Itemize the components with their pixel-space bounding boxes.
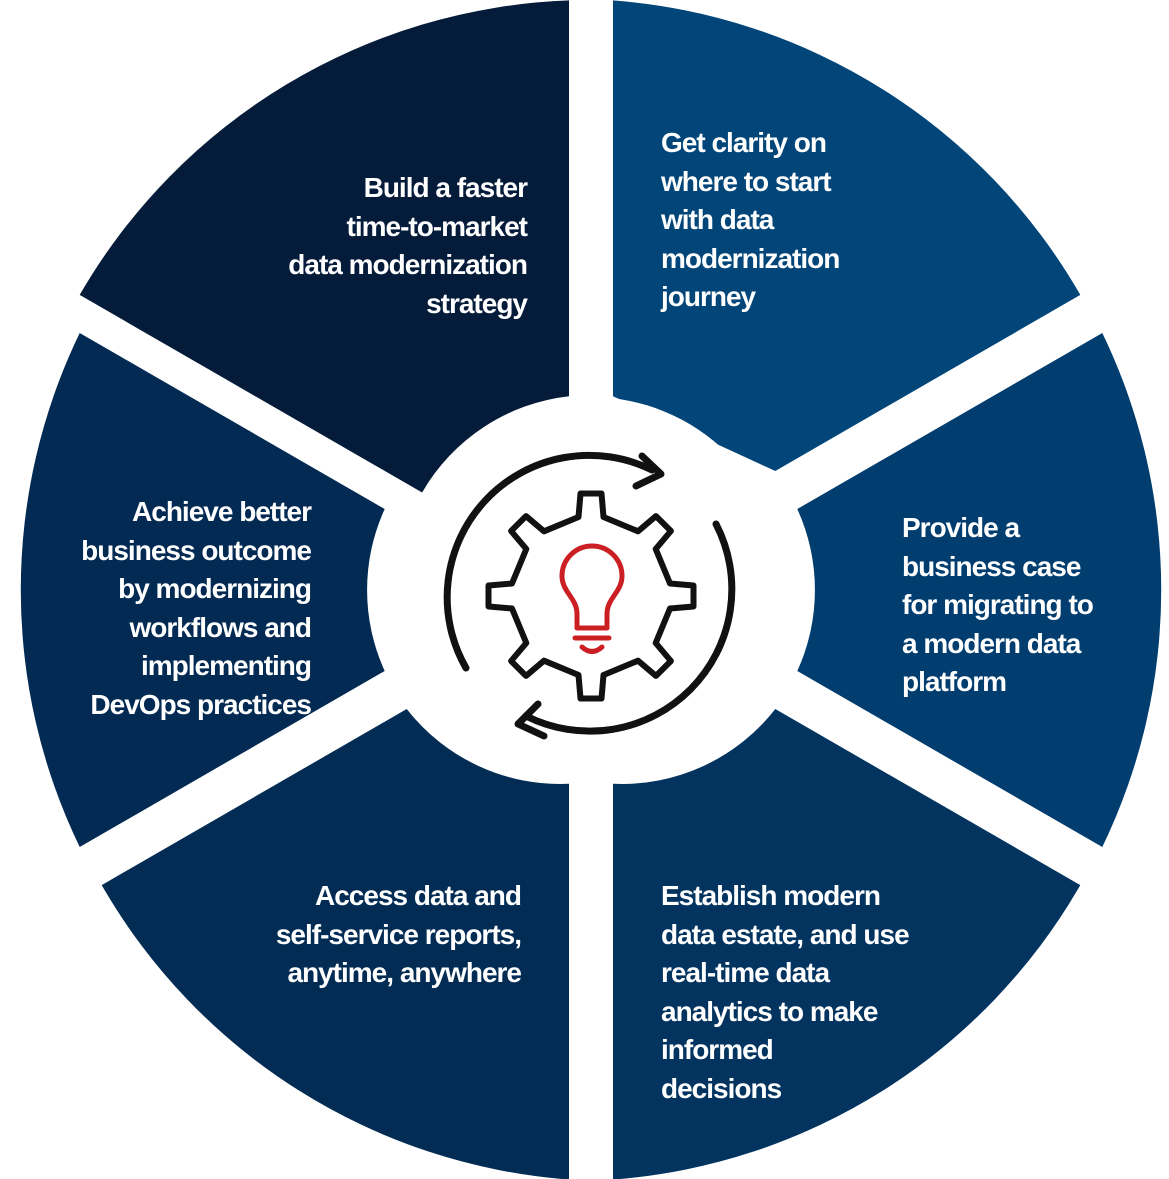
segment-text-bottom-right: Establish modern data estate, and use re… [661, 880, 910, 1104]
segment-text-top-right: Get clarity on where to start with data … [661, 127, 840, 312]
segment-right [797, 333, 1162, 847]
segment-text-bottom-left: Access data and self-service reports, an… [275, 880, 522, 988]
segment-bottom-left [101, 709, 569, 1179]
segment-text-left: Achieve better business outcome by moder… [81, 496, 312, 720]
segment-top-right [613, 0, 1081, 472]
segment-text-right: Provide a business case for migrating to… [902, 512, 1094, 697]
segment-text-top-left: Build a faster time-to-market data moder… [288, 172, 528, 319]
lightbulb-icon [559, 543, 625, 654]
gear-with-lightbulb-cycle-icon [443, 451, 736, 740]
segment-bottom-right [613, 709, 1081, 1179]
segment-top-left [79, 0, 569, 493]
gear-icon [485, 490, 697, 702]
segment-left [20, 333, 385, 847]
